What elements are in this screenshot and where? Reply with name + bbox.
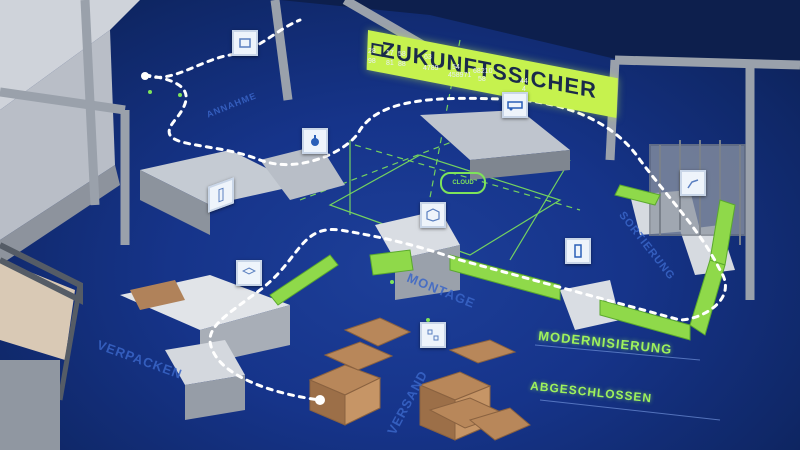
readout-value: 17 xyxy=(386,50,394,57)
readout-value: 54 xyxy=(452,64,460,71)
readout-value: 58 xyxy=(478,76,486,83)
readout-value: 458971 xyxy=(448,72,472,79)
readout-value: 28 xyxy=(368,48,376,55)
readout-value: 63 xyxy=(424,54,432,61)
cloud-label: CLOUD xyxy=(452,180,474,186)
package-box-icon xyxy=(420,202,446,228)
shelf-robot-icon xyxy=(232,30,258,56)
material-flow-path xyxy=(143,18,727,402)
readout-value: 98 xyxy=(368,58,376,65)
readout-value: 68210 xyxy=(473,68,493,75)
sorter-tower-icon xyxy=(565,238,591,264)
readout-value: 4 xyxy=(522,86,526,93)
cutting-machine-icon xyxy=(208,177,234,213)
cloud-icon: CLOUD xyxy=(440,172,486,194)
readout-value: 4789 xyxy=(423,65,439,72)
readout-value: 58 xyxy=(398,51,406,58)
robot-arm-icon xyxy=(302,128,328,154)
office-mezzanine xyxy=(0,242,83,450)
readout-value: 44 xyxy=(520,78,528,85)
stacked-boxes-icon xyxy=(236,260,262,286)
conveyor-vehicle-icon xyxy=(502,92,528,118)
readout-value: 88 xyxy=(398,61,406,68)
boxes-grid-icon xyxy=(420,322,446,348)
gripper-arm-icon xyxy=(680,170,706,196)
left-wall xyxy=(0,0,140,110)
readout-value: 81 xyxy=(386,60,394,67)
